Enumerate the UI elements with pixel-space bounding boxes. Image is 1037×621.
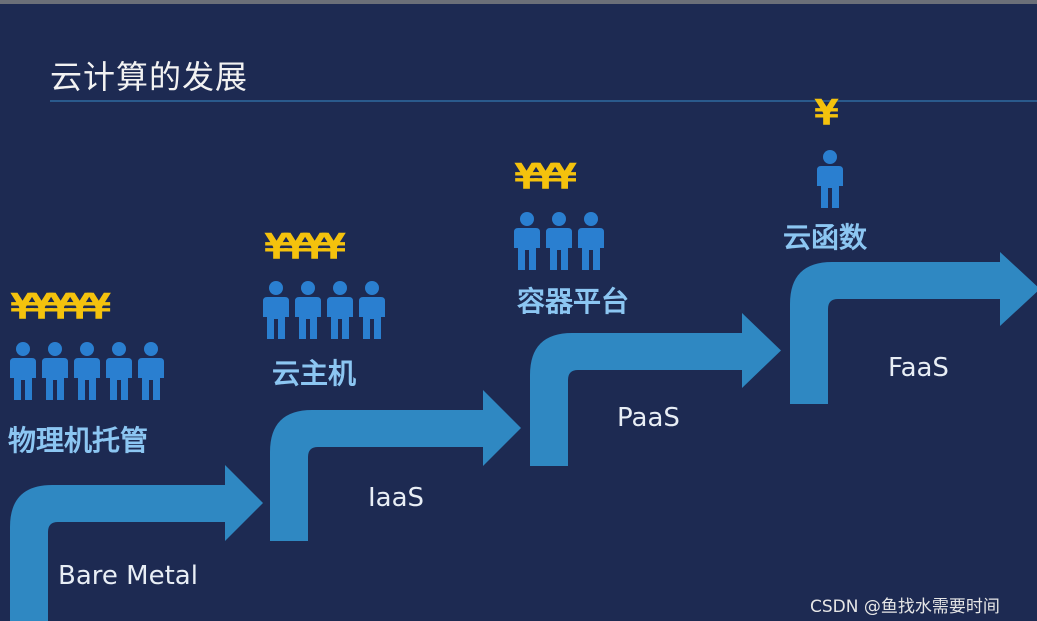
stage-label: 容器平台 <box>517 285 630 318</box>
person-icon <box>293 281 323 339</box>
people-icons <box>8 342 166 400</box>
cost-yen-icons: ¥¥¥¥ <box>264 227 346 268</box>
step-arrow-3 <box>530 313 781 466</box>
stage-label: 云函数 <box>783 221 868 254</box>
person-icon <box>815 150 845 208</box>
person-icon <box>261 281 291 339</box>
step-arrow-1 <box>10 465 263 621</box>
title-divider <box>50 100 1037 102</box>
slide-title: 云计算的发展 <box>50 58 249 96</box>
person-icon <box>357 281 387 339</box>
people-icons <box>512 212 606 270</box>
person-icon <box>325 281 355 339</box>
person-icon <box>576 212 606 270</box>
person-icon <box>104 342 134 400</box>
stage-label: 云主机 <box>272 357 357 390</box>
arrow-label: FaaS <box>888 353 949 383</box>
person-icon <box>544 212 574 270</box>
step-arrow-4 <box>790 252 1037 404</box>
person-icon <box>40 342 70 400</box>
cost-yen-icons: ¥ <box>814 93 839 134</box>
person-icon <box>512 212 542 270</box>
arrow-label: Bare Metal <box>58 561 198 591</box>
person-icon <box>136 342 166 400</box>
person-icon <box>72 342 102 400</box>
cost-yen-icons: ¥¥¥ <box>514 157 577 198</box>
top-strip <box>0 0 1037 4</box>
people-icons <box>815 150 845 208</box>
arrow-label: PaaS <box>617 403 680 433</box>
cost-yen-icons: ¥¥¥¥¥ <box>10 287 111 328</box>
person-icon <box>8 342 38 400</box>
arrow-label: IaaS <box>368 483 425 513</box>
watermark: CSDN @鱼找水需要时间 <box>810 597 1000 617</box>
stage-label: 物理机托管 <box>8 424 149 457</box>
people-icons <box>261 281 387 339</box>
step-arrow-2 <box>270 390 521 541</box>
